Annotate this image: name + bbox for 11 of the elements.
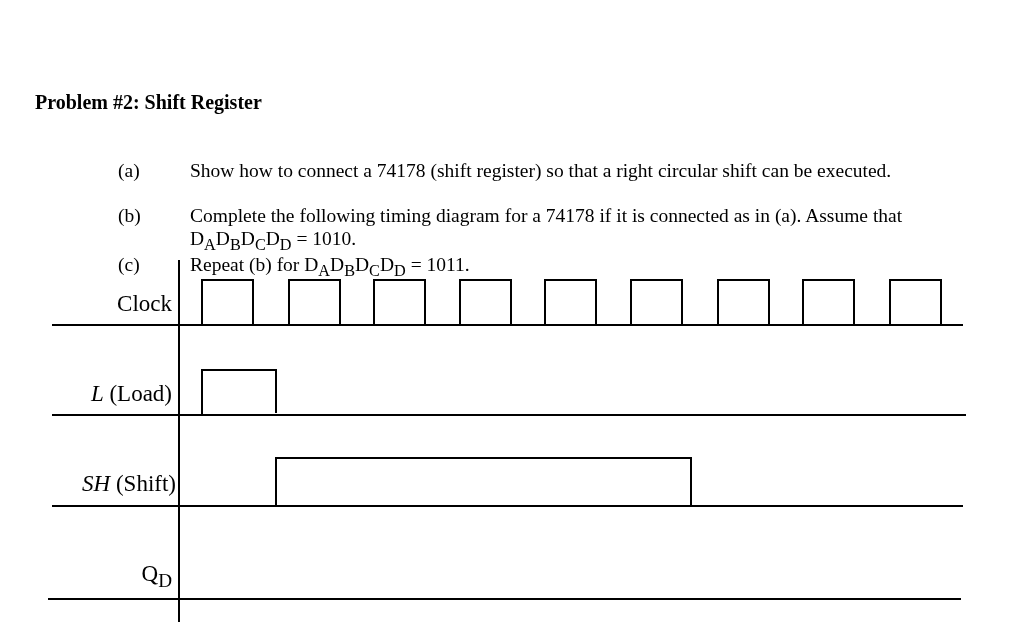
signal-label: SH (Shift): [81, 471, 176, 497]
signal-label: Q$_{D}$: [140, 561, 172, 592]
item-letter: (c): [118, 253, 141, 276]
question-text: Repeat (b) for D$_{A}$D$_{B}$D$_{C}$D$_{D}$ = 1011.: [190, 253, 471, 282]
signal-label: L (Load): [89, 381, 172, 407]
signal-label: Clock: [116, 291, 172, 317]
question-text: Show how to connect a 74178 (shift register) so that a right circular shift can be executed.: [190, 159, 893, 182]
item-letter: (a): [118, 159, 141, 182]
item-letter: (b): [118, 204, 142, 227]
problem-title: Problem #2: Shift Register: [35, 91, 262, 114]
question-text: Complete the following timing diagram for a 74178 if it is connected as in (a). Assume that D$_{A}$D$_{B}$D$_{C}$D$_{D}$ = 1010.: [190, 204, 904, 256]
